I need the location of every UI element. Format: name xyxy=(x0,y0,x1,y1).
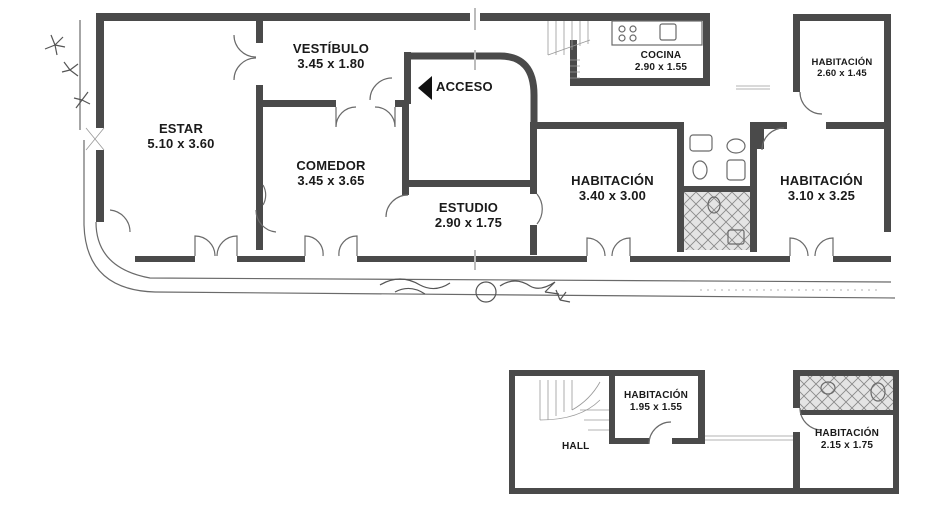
room-dimensions: 2.60 x 1.45 xyxy=(817,67,867,79)
room-name: HABITACIÓN xyxy=(623,390,689,401)
entrance-label: ACCESO xyxy=(436,79,493,94)
room-label-habitacion-b: HABITACIÓN 3.40 x 3.00 xyxy=(555,173,670,204)
interior-wall xyxy=(256,100,336,107)
interior-wall xyxy=(404,52,411,104)
room-wall xyxy=(793,14,891,21)
corridor-wall xyxy=(532,122,682,129)
bathroom-tile xyxy=(684,192,750,250)
terrace-outline xyxy=(95,221,892,283)
exterior-wall xyxy=(509,370,515,494)
interior-wall xyxy=(530,225,537,255)
room-label-habitacion-e: HABITACIÓN 2.15 x 1.75 xyxy=(801,428,893,451)
interior-wall xyxy=(672,438,705,444)
window xyxy=(700,85,880,291)
exterior-wall xyxy=(480,13,706,21)
exterior-wall xyxy=(893,370,899,494)
bathroom-wall xyxy=(684,186,750,192)
window xyxy=(85,127,105,151)
plant-icon xyxy=(44,34,571,303)
exterior-wall xyxy=(96,13,470,21)
entrance-arrow-icon xyxy=(418,76,432,100)
exterior-wall xyxy=(884,132,891,232)
bathroom-fixture-icon xyxy=(820,381,886,402)
room-dimensions: 3.45 x 3.65 xyxy=(297,172,365,188)
exterior-wall xyxy=(793,370,899,376)
interior-wall xyxy=(256,85,263,250)
interior-wall xyxy=(800,410,893,415)
exterior-wall xyxy=(509,488,899,494)
interior-wall xyxy=(530,122,537,194)
room-wall xyxy=(826,122,891,129)
room-dimensions: 2.90 x 1.55 xyxy=(634,61,688,73)
staircase-icon xyxy=(547,21,591,79)
interior-wall xyxy=(609,376,615,444)
room-label-vestibulo: VESTÍBULO 3.45 x 1.80 xyxy=(276,41,386,72)
room-wall xyxy=(793,14,800,92)
room-label-hall: HALL xyxy=(562,441,590,452)
room-name: COCINA xyxy=(640,50,682,61)
room-label-habitacion-a: HABITACIÓN 2.60 x 1.45 xyxy=(798,57,886,80)
front-wall xyxy=(357,256,587,262)
room-dimensions: 2.90 x 1.75 xyxy=(434,214,503,230)
interior-wall xyxy=(408,52,538,122)
interior-wall xyxy=(408,180,533,187)
room-label-cocina: COCINA 2.90 x 1.55 xyxy=(616,50,706,73)
room-label-comedor: COMEDOR 3.45 x 3.65 xyxy=(276,158,386,189)
room-name: ESTUDIO xyxy=(438,200,499,215)
front-wall xyxy=(833,256,891,262)
room-name: HABITACIÓN xyxy=(571,173,654,188)
exterior-wall xyxy=(509,370,705,376)
bathroom-tile xyxy=(800,376,893,410)
interior-wall xyxy=(609,438,649,444)
room-wall xyxy=(884,14,891,132)
room-dimensions: 3.45 x 1.80 xyxy=(297,55,365,71)
interior-wall xyxy=(793,432,800,488)
kitchen-wall xyxy=(570,40,577,86)
room-name: VESTÍBULO xyxy=(292,41,370,56)
front-wall xyxy=(630,256,790,262)
front-wall xyxy=(135,256,195,262)
window xyxy=(705,435,793,441)
room-dimensions: 3.10 x 3.25 xyxy=(787,187,856,203)
room-label-estar: ESTAR 5.10 x 3.60 xyxy=(131,121,231,152)
interior-wall xyxy=(793,370,800,408)
front-wall xyxy=(237,256,305,262)
staircase-icon xyxy=(539,380,609,431)
room-dimensions: 1.95 x 1.55 xyxy=(629,401,683,413)
bathroom-fixture-icon xyxy=(689,134,746,245)
kitchen-stove-icon xyxy=(611,20,703,46)
room-dimensions: 3.40 x 3.00 xyxy=(578,187,647,203)
room-name: HABITACIÓN xyxy=(811,57,873,68)
kitchen-wall xyxy=(570,78,710,86)
door-swing-icon xyxy=(109,34,834,257)
interior-wall xyxy=(757,129,764,149)
room-dimensions: 2.15 x 1.75 xyxy=(820,439,874,451)
upper-floor xyxy=(509,370,899,494)
room-label-estudio: ESTUDIO 2.90 x 1.75 xyxy=(416,200,521,231)
corridor-wall xyxy=(757,122,787,129)
door-swing-icon xyxy=(648,407,823,445)
main-floor xyxy=(44,8,896,303)
interior-wall xyxy=(402,100,409,195)
room-name: HABITACIÓN xyxy=(780,173,863,188)
exterior-wall xyxy=(96,150,104,222)
room-name: COMEDOR xyxy=(296,158,366,173)
exterior-wall xyxy=(96,13,104,128)
room-label-habitacion-d: HABITACIÓN 1.95 x 1.55 xyxy=(612,390,700,413)
interior-wall xyxy=(256,21,263,43)
kitchen-wall xyxy=(703,13,710,83)
terrace-outline xyxy=(83,140,896,299)
room-name: ESTAR xyxy=(158,121,204,136)
interior-wall xyxy=(395,100,408,107)
bathroom-wall xyxy=(750,122,757,252)
interior-wall xyxy=(698,370,705,442)
room-name: HABITACIÓN xyxy=(814,428,880,439)
room-dimensions: 5.10 x 3.60 xyxy=(147,135,215,151)
bathroom-wall xyxy=(677,122,684,252)
room-label-habitacion-c: HABITACIÓN 3.10 x 3.25 xyxy=(764,173,879,204)
